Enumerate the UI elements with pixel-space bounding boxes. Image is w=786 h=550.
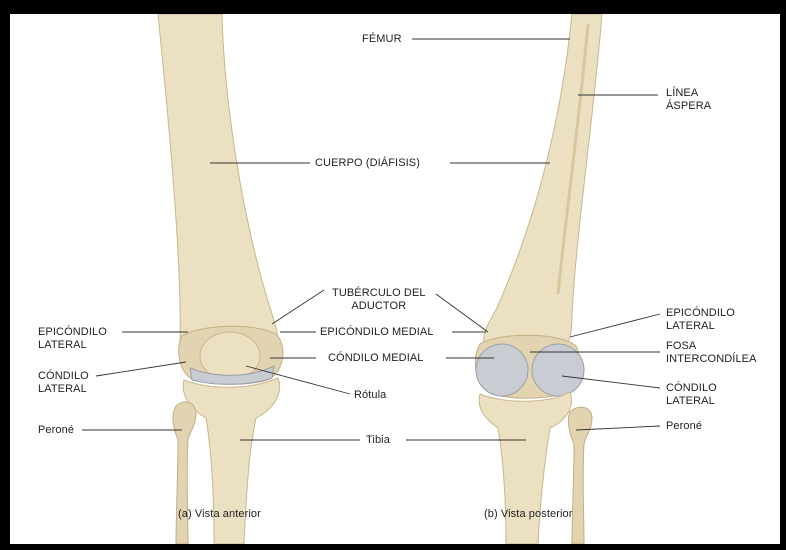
label-fosa-line2: INTERCONDÍLEA [666, 353, 757, 366]
leader-tuberculo-left [272, 290, 324, 324]
tibia-posterior [479, 392, 571, 544]
fibula-posterior [568, 407, 592, 544]
label-fosa: FOSA INTERCONDÍLEA [666, 340, 757, 366]
label-rotula: Rótula [354, 389, 386, 402]
label-femur: FÉMUR [362, 33, 402, 46]
label-tuberculo-line1: TUBÉRCULO DEL [332, 287, 426, 300]
label-condilo-lateral-left-line1: CÓNDILO [38, 370, 89, 383]
label-tuberculo-line2: ADUCTOR [332, 300, 426, 313]
label-epicondilo-lateral-right: EPICÓNDILO LATERAL [666, 307, 735, 333]
label-epicondilo-lateral-left: EPICÓNDILO LATERAL [38, 326, 107, 352]
medial-condyle-cartilage [476, 344, 528, 396]
label-condilo-lateral-left: CÓNDILO LATERAL [38, 370, 89, 396]
label-cuerpo: CUERPO (DIÁFISIS) [315, 157, 420, 170]
femur-anterior [158, 14, 278, 372]
caption-posterior: (b) Vista posterior [484, 508, 573, 521]
label-perone-right: Peroné [666, 420, 702, 433]
label-condilo-lateral-right: CÓNDILO LATERAL [666, 382, 717, 408]
figure-panel: FÉMUR LÍNEA ÁSPERA CUERPO (DIÁFISIS) TUB… [10, 14, 780, 544]
leader-condilo-lateral-left [96, 362, 186, 376]
label-epicondilo-lateral-left-line1: EPICÓNDILO [38, 326, 107, 339]
fibula-anterior [173, 402, 196, 544]
label-epicondilo-medial: EPICÓNDILO MEDIAL [320, 326, 434, 339]
label-tuberculo: TUBÉRCULO DEL ADUCTOR [332, 287, 426, 313]
leader-tuberculo-right [436, 294, 488, 332]
label-fosa-line1: FOSA [666, 340, 757, 353]
knee-illustration [10, 14, 780, 544]
label-epicondilo-lateral-left-line2: LATERAL [38, 339, 107, 352]
label-linea-aspera-line2: ÁSPERA [666, 100, 711, 113]
leader-epicondilo-lateral-right [570, 314, 660, 337]
label-condilo-medial: CÓNDILO MEDIAL [328, 352, 424, 365]
label-tibia: Tibia [366, 434, 390, 447]
label-condilo-lateral-left-line2: LATERAL [38, 383, 89, 396]
posterior-knee [475, 14, 602, 544]
label-linea-aspera: LÍNEA ÁSPERA [666, 87, 711, 113]
label-epicondilo-lateral-right-line2: LATERAL [666, 320, 735, 333]
patella [200, 332, 260, 380]
label-linea-aspera-line1: LÍNEA [666, 87, 711, 100]
caption-anterior: (a) Vista anterior [178, 508, 261, 521]
label-condilo-lateral-right-line2: LATERAL [666, 395, 717, 408]
label-perone-left: Peroné [38, 424, 74, 437]
label-epicondilo-lateral-right-line1: EPICÓNDILO [666, 307, 735, 320]
label-condilo-lateral-right-line1: CÓNDILO [666, 382, 717, 395]
anterior-knee [158, 14, 283, 544]
